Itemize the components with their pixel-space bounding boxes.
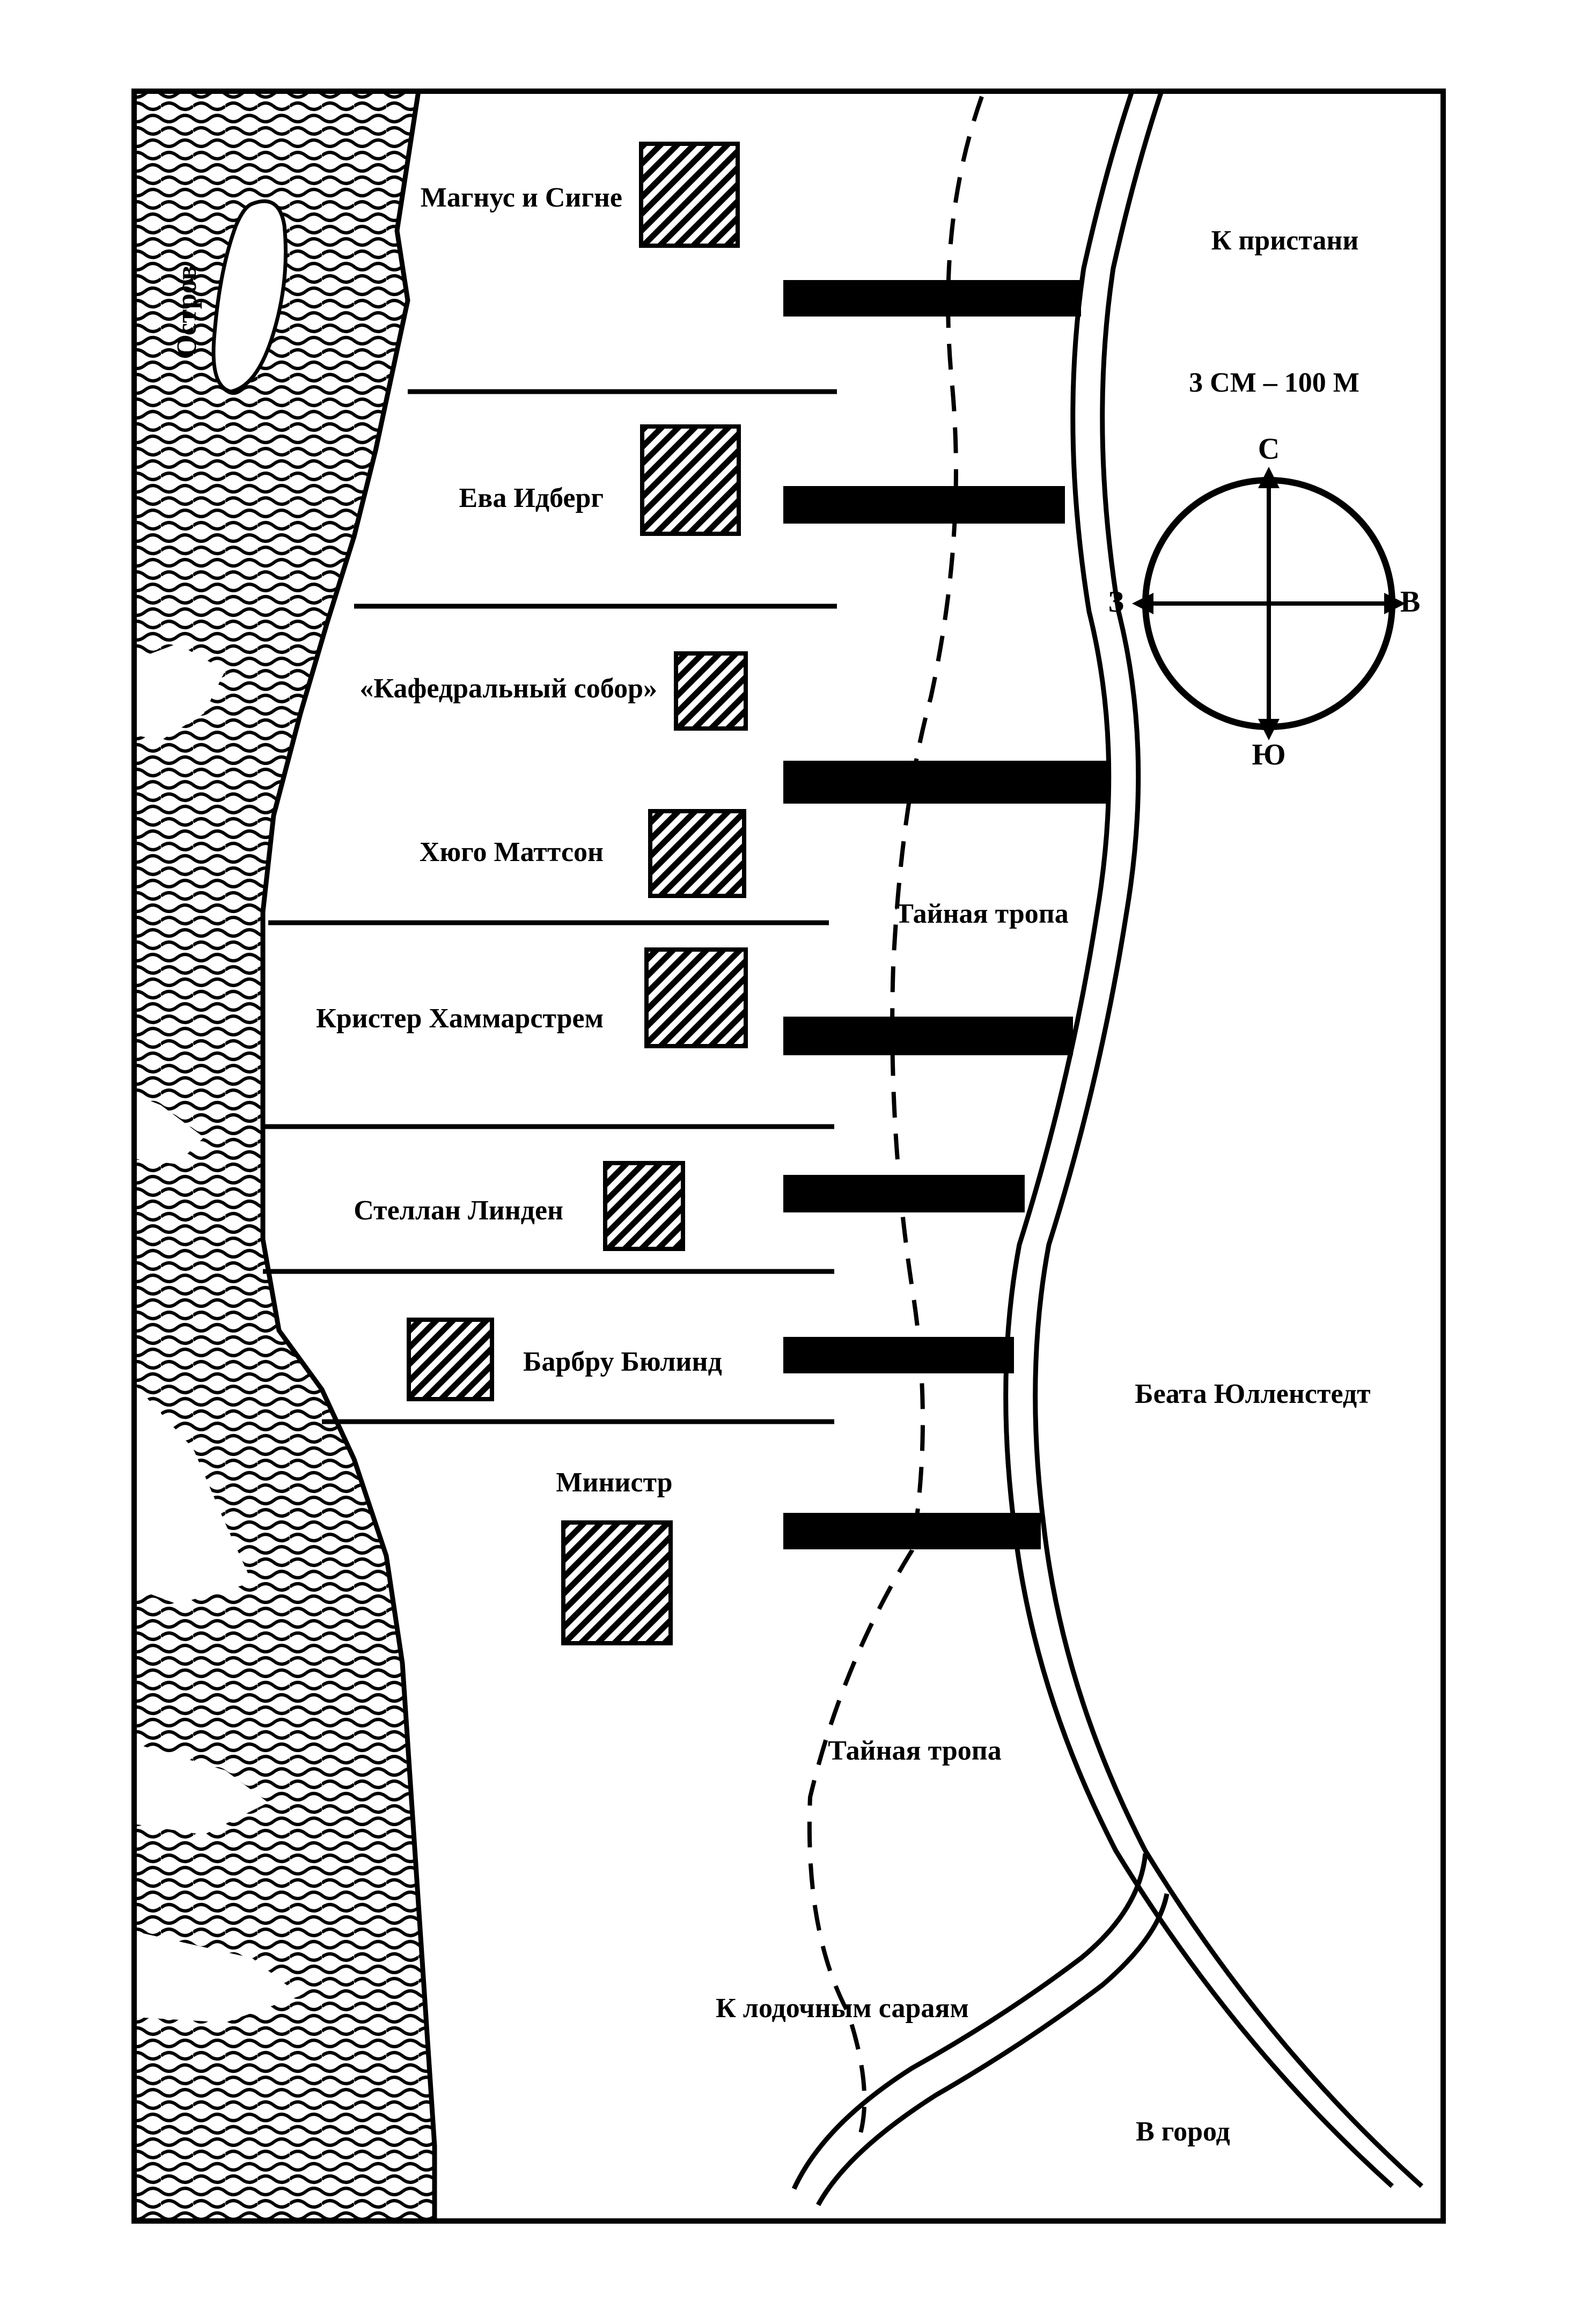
label-cathedral: «Кафедральный собор» — [359, 673, 657, 704]
house-icon — [639, 142, 740, 248]
property-lines — [263, 389, 837, 1424]
pier — [783, 761, 1108, 804]
island — [211, 199, 288, 394]
pier — [783, 1175, 1025, 1212]
label-to-boathouses: К лодочным сараям — [716, 1993, 969, 2024]
map-border — [131, 89, 1446, 2224]
house-icon — [648, 809, 746, 898]
houses — [407, 142, 748, 1645]
label-stellan: Стеллан Линден — [354, 1195, 563, 1226]
house-icon — [644, 947, 748, 1048]
compass-east: В — [1400, 585, 1420, 619]
main-road — [1003, 90, 1424, 2188]
water-area — [134, 91, 435, 2221]
labels: Магнус и Сигне Ева Идберг «Кафедральный … — [172, 182, 1371, 2147]
house-icon — [603, 1161, 685, 1251]
piers — [783, 280, 1108, 1549]
pier — [783, 280, 1081, 317]
label-secret-path-2: Тайная тропа — [828, 1735, 1002, 1766]
label-minister: Министр — [556, 1467, 672, 1498]
secret-path — [807, 95, 984, 2142]
house-icon — [561, 1520, 673, 1645]
pier — [783, 1017, 1073, 1055]
house-icon — [407, 1318, 494, 1401]
compass-north: С — [1258, 432, 1280, 466]
label-eva-idberg: Ева Идберг — [459, 483, 604, 513]
pier — [783, 1513, 1041, 1549]
label-magnus-signe: Магнус и Сигне — [421, 182, 622, 213]
label-krister: Кристер Хаммарстрем — [316, 1003, 604, 1034]
label-to-pier: К пристани — [1211, 225, 1359, 256]
label-secret-path-1: Тайная тропа — [895, 899, 1069, 929]
compass-south: Ю — [1252, 738, 1285, 771]
label-beata: Беата Юлленстедт — [1135, 1379, 1370, 1409]
label-scale: 3 СМ – 100 М — [1189, 367, 1359, 398]
branch-road — [791, 1853, 1170, 2207]
label-to-town: В город — [1136, 2116, 1230, 2147]
compass-icon: С Ю З В — [1108, 432, 1420, 771]
label-island: Остров — [172, 265, 202, 357]
compass-west: З — [1108, 585, 1124, 619]
house-icon — [640, 424, 741, 536]
pier — [783, 486, 1065, 524]
pier — [783, 1337, 1014, 1373]
label-hugo-mattson: Хюго Маттсон — [420, 837, 604, 867]
shoreline — [260, 91, 437, 2221]
house-icon — [674, 651, 748, 731]
label-barbru: Барбру Бюлинд — [523, 1347, 722, 1377]
